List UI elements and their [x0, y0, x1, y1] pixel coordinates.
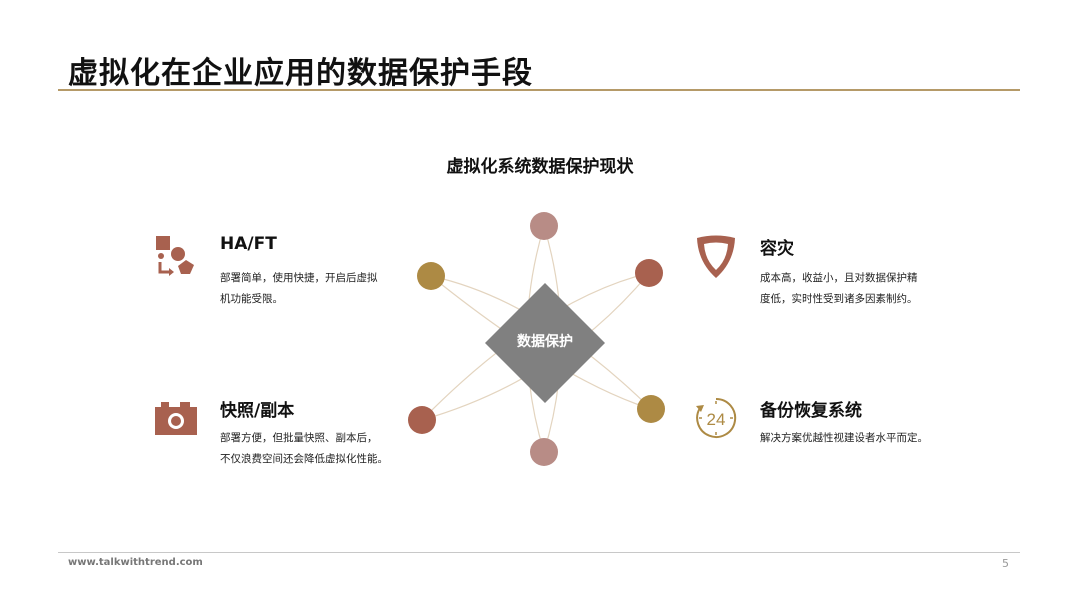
- block-body-line: 部署方便，但批量快照、副本后，: [220, 432, 378, 444]
- page-number: 5: [1002, 557, 1009, 570]
- footer-url[interactable]: www.talkwithtrend.com: [68, 557, 203, 568]
- title-divider: [58, 89, 1020, 91]
- node-bottom: [530, 438, 558, 466]
- block-body-line: 成本高，收益小，且对数据保护精: [760, 272, 918, 284]
- center-label: 数据保护: [517, 334, 573, 350]
- shield-icon: [697, 235, 735, 278]
- block-heading: 快照/副本: [220, 401, 295, 421]
- diagram-subtitle: 虚拟化系统数据保护现状: [446, 157, 634, 177]
- block-heading: 容灾: [760, 239, 794, 259]
- block-disaster-recovery: 容灾 成本高，收益小，且对数据保护精 度低，实时性受到诸多因素制约。: [694, 234, 954, 324]
- camera-icon: [155, 402, 197, 435]
- block-ha-ft: HA/FT 部署简单，使用快捷，开启后虚拟 机功能受限。: [154, 234, 414, 324]
- footer-divider: [58, 552, 1020, 553]
- block-heading: 备份恢复系统: [760, 401, 862, 421]
- block-body: 成本高，收益小，且对数据保护精 度低，实时性受到诸多因素制约。: [760, 268, 950, 310]
- block-body-line: 机功能受限。: [220, 293, 283, 305]
- block-heading: HA/FT: [220, 234, 277, 254]
- block-body-line: 解决方案优越性视建设者水平而定。: [760, 432, 928, 444]
- node-lower-right: [637, 395, 665, 423]
- node-top: [530, 212, 558, 240]
- block-body: 解决方案优越性视建设者水平而定。: [760, 428, 960, 449]
- block-body-line: 度低，实时性受到诸多因素制约。: [760, 293, 918, 305]
- block-body-line: 部署简单，使用快捷，开启后虚拟: [220, 272, 378, 284]
- block-body-line: 不仅浪费空间还会降低虚拟化性能。: [220, 453, 388, 465]
- clock-24-label: 24: [707, 410, 726, 429]
- shapes-flow-icon: [156, 236, 194, 276]
- block-snapshot-replica: 快照/副本 部署方便，但批量快照、副本后， 不仅浪费空间还会降低虚拟化性能。: [154, 396, 414, 486]
- clock-24-icon: 24: [696, 397, 737, 438]
- slide-title: 虚拟化在企业应用的数据保护手段: [68, 56, 533, 91]
- center-diamond: [485, 283, 605, 403]
- node-lower-left: [408, 406, 436, 434]
- block-backup-recovery: 24 备份恢复系统 解决方案优越性视建设者水平而定。: [694, 396, 954, 486]
- block-body: 部署方便，但批量快照、副本后， 不仅浪费空间还会降低虚拟化性能。: [220, 428, 420, 470]
- node-upper-left: [417, 262, 445, 290]
- node-upper-right: [635, 259, 663, 287]
- block-body: 部署简单，使用快捷，开启后虚拟 机功能受限。: [220, 268, 410, 310]
